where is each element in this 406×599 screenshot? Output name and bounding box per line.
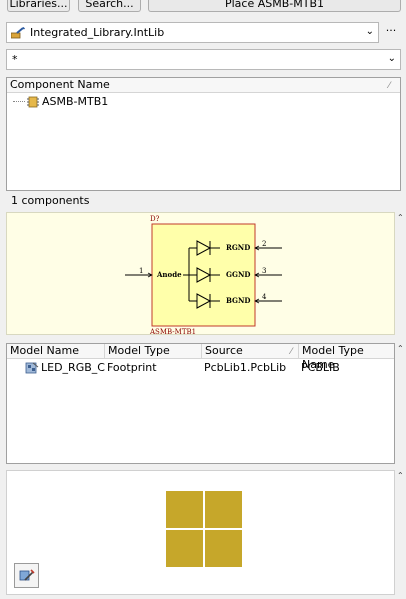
schematic-symbol: D? ASMB-MTB1 1 Anode RGND	[125, 215, 282, 336]
footprint-pad	[166, 491, 203, 528]
search-button[interactable]: Search...	[78, 0, 141, 12]
component-icon	[27, 96, 39, 111]
chevron-down-icon: ⌄	[365, 26, 374, 37]
component-name-header-label: Component Name	[10, 78, 110, 91]
component-name-header[interactable]: Component Name ⁄	[7, 78, 400, 93]
pin-name-4: BGND	[226, 296, 251, 305]
pin-number-1: 1	[139, 267, 143, 275]
schematic-designator: D?	[150, 215, 160, 223]
pin-number-4: 4	[262, 293, 267, 301]
diode-icon	[189, 240, 220, 256]
diode-icon	[189, 293, 220, 309]
footprint-preview	[6, 470, 395, 595]
model-type-name-header[interactable]: Model Type Name	[299, 344, 394, 371]
pin-name-2: RGND	[226, 243, 250, 252]
model-type-cell: Footprint	[107, 361, 157, 374]
filter-value: *	[12, 53, 18, 66]
sort-icon: ⁄	[388, 81, 390, 91]
collapse-up-icon[interactable]: ⌃	[397, 213, 404, 222]
pcb-tool-icon	[19, 568, 35, 587]
pin-name-3: GGND	[226, 270, 250, 279]
model-source-cell: PcbLib1.PcbLib	[204, 361, 287, 374]
footprint-pad	[166, 530, 203, 567]
source-header-label: Source	[205, 344, 243, 357]
footprint-pad	[205, 530, 242, 567]
table-row[interactable]: LED_RGB_CM Footprint PcbLib1.PcbLib PCBL…	[7, 361, 394, 375]
source-header[interactable]: Source ⁄	[202, 344, 299, 359]
pin-number-3: 3	[262, 267, 266, 275]
pin-number-2: 2	[262, 240, 266, 248]
footprint-model-icon	[25, 362, 39, 377]
component-list: Component Name ⁄ ASMB-MTB1	[6, 77, 401, 191]
tree-dots	[13, 101, 25, 102]
library-icon	[10, 26, 26, 39]
component-count: 1 components	[11, 194, 90, 207]
sort-icon: ⁄	[290, 347, 292, 357]
model-name-cell: LED_RGB_CM	[41, 361, 105, 374]
filter-input[interactable]: * ⌄	[6, 49, 401, 70]
schematic-comment: ASMB-MTB1	[149, 328, 196, 336]
model-type-name-cell: PCBLIB	[301, 361, 340, 374]
library-select[interactable]: Integrated_Library.IntLib ⌄	[6, 22, 379, 43]
schematic-preview: D? ASMB-MTB1 1 Anode RGND	[6, 212, 395, 336]
chevron-down-icon: ⌄	[387, 53, 396, 64]
list-item[interactable]: ASMB-MTB1	[9, 95, 209, 109]
library-select-value: Integrated_Library.IntLib	[30, 26, 165, 39]
model-type-header[interactable]: Model Type	[105, 344, 202, 359]
collapse-up-icon[interactable]: ⌃	[397, 344, 404, 353]
models-list: Model Name Model Type Source ⁄ Model Typ…	[6, 343, 395, 464]
library-more-button[interactable]: ···	[385, 24, 397, 37]
3d-view-button[interactable]	[14, 563, 39, 588]
model-name-header[interactable]: Model Name	[7, 344, 105, 359]
collapse-up-icon[interactable]: ⌃	[397, 471, 404, 480]
pin-name-1: Anode	[156, 270, 182, 279]
footprint-pad	[205, 491, 242, 528]
libraries-button[interactable]: Libraries...	[7, 0, 70, 12]
component-name: ASMB-MTB1	[42, 95, 109, 108]
place-component-button[interactable]: Place ASMB-MTB1	[148, 0, 401, 12]
diode-icon	[189, 267, 220, 283]
